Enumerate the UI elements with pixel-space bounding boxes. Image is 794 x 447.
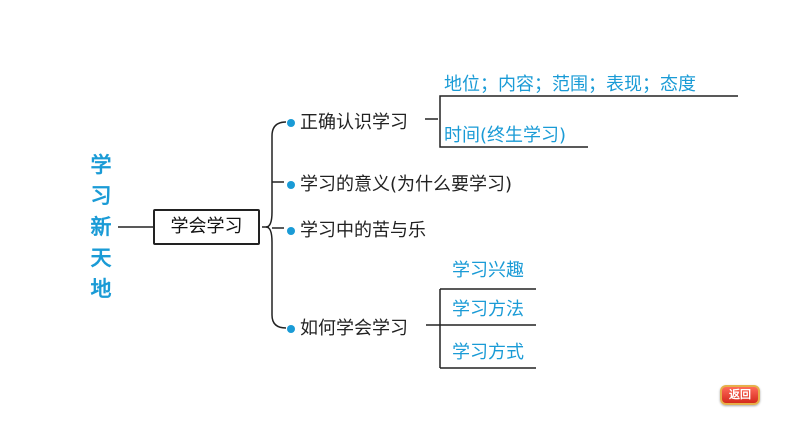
- leaf-interest: 学习兴趣: [452, 260, 524, 281]
- leaf-lifelong: 时间(终生学习): [444, 125, 567, 146]
- center-topic-box: 学会学习: [153, 209, 260, 245]
- vertical-title-char: 学: [90, 153, 112, 177]
- bullet-dot: [287, 325, 295, 333]
- leaf-aspects: 地位；内容；范围；表现；态度: [444, 74, 696, 95]
- branch-label: 学习中的苦与乐: [300, 220, 426, 241]
- bullet-dot: [287, 181, 295, 189]
- branch-bitter-joy: 学习中的苦与乐: [287, 216, 426, 242]
- vertical-title-char: 新: [90, 215, 112, 239]
- branch-meaning: 学习的意义(为什么要学习): [287, 170, 512, 196]
- bullet-dot: [287, 227, 295, 235]
- branch-label: 学习的意义(为什么要学习): [300, 174, 513, 195]
- vertical-title: 学 习 新 天 地: [86, 150, 116, 305]
- branch-label: 如何学会学习: [300, 318, 408, 339]
- vertical-title-char: 习: [90, 184, 112, 208]
- branch-label: 正确认识学习: [300, 112, 408, 133]
- vertical-title-char: 地: [90, 277, 112, 301]
- leaf-style: 学习方式: [452, 342, 524, 363]
- bullet-dot: [287, 119, 295, 127]
- branch-correct-understanding: 正确认识学习: [287, 108, 408, 134]
- back-button[interactable]: 返回: [720, 385, 760, 405]
- branch-how-to-learn: 如何学会学习: [287, 314, 408, 340]
- leaf-method: 学习方法: [452, 299, 524, 320]
- vertical-title-char: 天: [90, 246, 112, 270]
